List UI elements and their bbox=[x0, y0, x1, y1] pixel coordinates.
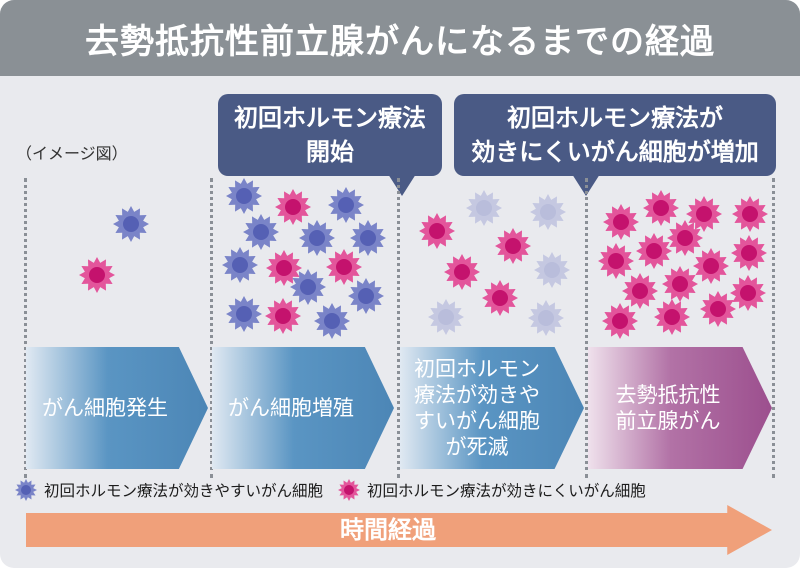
legend-item-resistant: 初回ホルモン療法が効きにくいがん細胞 bbox=[337, 478, 646, 502]
divider-line bbox=[585, 178, 588, 478]
resistant-cell-icon bbox=[730, 275, 766, 311]
callout-therapy-start-line-2: 開始 bbox=[306, 138, 354, 166]
sensitive-cell-icon bbox=[15, 479, 37, 501]
sensitive-cell-icon bbox=[113, 206, 149, 242]
resistant-cell-icon bbox=[444, 254, 480, 290]
callout-resistant-increase: 初回ホルモン療法が 効きにくいがん細胞が増加 bbox=[454, 94, 776, 196]
resistant-cell-icon bbox=[602, 303, 638, 339]
dying-cell-icon bbox=[528, 300, 564, 336]
sensitive-cell-icon bbox=[243, 214, 279, 250]
resistant-cell-icon bbox=[654, 299, 690, 335]
stage-label: 去勢抵抗性 bbox=[615, 383, 721, 407]
sensitive-cell-icon bbox=[328, 187, 364, 223]
dying-cell-icon bbox=[534, 252, 570, 288]
stage-label: がん細胞発生 bbox=[42, 396, 168, 420]
image-note: （イメージ図） bbox=[16, 144, 128, 163]
legend: 初回ホルモン療法が効きやすいがん細胞 初回ホルモン療法が効きにくいがん細胞 bbox=[14, 478, 790, 502]
resistant-cell-icon bbox=[338, 479, 361, 501]
divider-line bbox=[210, 178, 213, 478]
divider-line bbox=[24, 178, 27, 478]
dying-cell-icon bbox=[530, 194, 566, 230]
sensitive-cell-icon bbox=[290, 269, 326, 305]
stage-label: がん細胞増殖 bbox=[228, 396, 354, 420]
resistant-cell-icon bbox=[495, 228, 531, 264]
resistant-cell-icon bbox=[603, 204, 639, 240]
sensitive-cell-icon bbox=[350, 220, 386, 256]
resistant-cell-icon bbox=[667, 220, 703, 256]
resistant-cell-icon bbox=[732, 196, 768, 232]
legend-label-sensitive: 初回ホルモン療法が効きやすいがん細胞 bbox=[44, 482, 324, 500]
legend-label-resistant: 初回ホルモン療法が効きにくいがん細胞 bbox=[367, 482, 646, 500]
stage-label: 初回ホルモン bbox=[414, 357, 540, 381]
divider-line bbox=[772, 178, 775, 478]
stage-label: 療法が効きや bbox=[414, 383, 540, 407]
stage-arrow-onset: がん細胞発生 bbox=[26, 347, 208, 469]
resistant-cell-icon bbox=[419, 213, 455, 249]
resistant-cell-icon bbox=[482, 280, 518, 316]
callout-therapy-start-line-1: 初回ホルモン療法 bbox=[234, 104, 426, 132]
stage-arrow-crpc: 去勢抵抗性 前立腺がん bbox=[588, 347, 772, 469]
dying-cell-icon bbox=[428, 299, 464, 335]
stage-label: が死滅 bbox=[445, 435, 509, 459]
resistant-cell-icon bbox=[265, 298, 301, 334]
resistant-cell-icon bbox=[693, 248, 729, 284]
resistant-cell-icon bbox=[598, 243, 634, 279]
resistant-cell-icon bbox=[700, 291, 736, 327]
stage-arrow-growth: がん細胞増殖 bbox=[212, 347, 394, 469]
callout-resistant-increase-line-1: 初回ホルモン療法が bbox=[507, 104, 723, 132]
resistant-cell-icon bbox=[326, 249, 362, 285]
stage-arrow-sensitive-die: 初回ホルモン 療法が効きや すいがん細胞 が死滅 bbox=[400, 347, 584, 469]
title-bar: 去勢抵抗性前立腺がんになるまでの経過 bbox=[0, 0, 800, 76]
resistant-cell-icon bbox=[662, 266, 698, 302]
sensitive-cell-icon bbox=[314, 303, 350, 339]
diagram-title: 去勢抵抗性前立腺がんになるまでの経過 bbox=[85, 21, 715, 62]
stage-label: すいがん細胞 bbox=[414, 409, 540, 433]
resistant-cell-icon bbox=[643, 190, 679, 226]
resistant-cell-icon bbox=[79, 257, 115, 293]
divider-line bbox=[397, 178, 400, 478]
sensitive-cell-icon bbox=[226, 296, 262, 332]
dying-cell-icon bbox=[466, 190, 502, 226]
resistant-cell-icon bbox=[622, 273, 658, 309]
resistant-cell-icon bbox=[275, 189, 311, 225]
legend-item-sensitive: 初回ホルモン療法が効きやすいがん細胞 bbox=[14, 478, 323, 502]
resistant-cell-icon bbox=[731, 235, 767, 271]
resistant-cell-icon bbox=[266, 250, 302, 286]
time-label: 時間経過 bbox=[334, 514, 442, 546]
sensitive-cell-icon bbox=[299, 220, 335, 256]
stage-label: 前立腺がん bbox=[615, 409, 721, 433]
callout-therapy-start: 初回ホルモン療法 開始 bbox=[218, 94, 442, 196]
callout-resistant-increase-line-2: 効きにくいがん細胞が増加 bbox=[471, 138, 759, 166]
sensitive-cell-icon bbox=[222, 247, 258, 283]
resistant-cell-icon bbox=[636, 233, 672, 269]
sensitive-cell-icon bbox=[226, 178, 262, 214]
resistant-cell-icon bbox=[686, 196, 722, 232]
sensitive-cell-icon bbox=[348, 278, 384, 314]
